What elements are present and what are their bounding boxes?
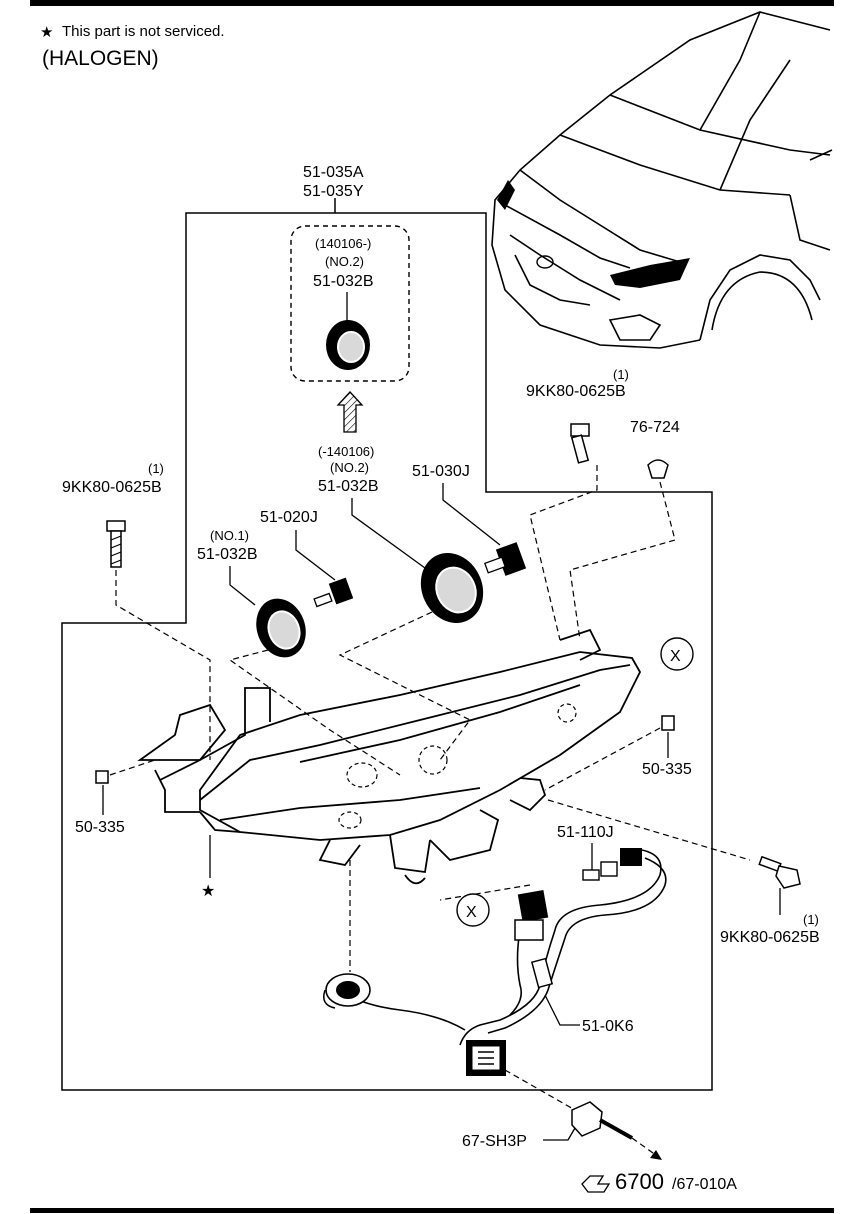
seal-new-part: 51-032B [313,273,374,290]
seal-no1-no: (NO.1) [210,528,249,543]
seal-new-region [290,225,410,382]
connector-path [504,1069,576,1111]
note-star: ★ [40,24,53,41]
vehicle-headlamp-left-highlight [497,180,515,210]
page-ref-icon [581,1175,611,1193]
bolt-lower-qty: (1) [803,912,819,927]
bolt-left-icon [106,520,126,568]
bulb-socket-part: 51-110J [557,824,614,841]
ref-marker-top-label: X [670,648,681,665]
lamp-lens-1 [346,762,378,788]
seal-old-no: (NO.2) [330,460,369,475]
bulb-main-icon [483,542,527,576]
variant-title: (HALOGEN) [42,47,159,70]
seal-old-date: (-140106) [318,444,374,459]
ref-marker-top [660,637,694,671]
bolt-right-part: 9KK80-0625B [526,383,626,400]
clip-icon [647,459,669,479]
nut-right-icon [661,715,675,731]
top-border [30,0,834,6]
harness-connector-bottom [466,1040,506,1076]
connector-extend-path [631,1137,661,1159]
bolt-lower-path [547,799,751,861]
bulb-small-leader [295,530,336,581]
connector-icon [571,1101,633,1140]
page-ref-number: 6700 [615,1169,664,1194]
seal-new-ring [326,320,370,370]
clip-part: 76-724 [630,419,680,436]
bolt-left-part: 9KK80-0625B [62,479,162,496]
seal-old-path [338,611,471,761]
connector-part: 67-SH3P [462,1133,527,1150]
harness-part: 51-0K6 [582,1018,634,1035]
bolt-right-qty: (1) [613,367,629,382]
headlamp-assy-y: 51-035Y [303,183,364,200]
nut-left-path [109,759,156,776]
replacement-arrow [336,391,364,433]
seal-new-date: (140106-) [315,236,371,251]
bolt-right-icon [570,423,590,464]
harness-leader [544,994,580,1026]
bolt-lower-part: 9KK80-0625B [720,929,820,946]
bolt-lower-icon [758,855,801,889]
bulb-small-icon [313,577,354,608]
vehicle-emblem [536,255,554,269]
seal-no1-part: 51-032B [197,546,258,563]
nut-left-part: 50-335 [75,819,125,836]
lamp-lens-2 [418,745,448,775]
connector-leader [543,1127,576,1141]
bottom-border [30,1208,834,1213]
ref-marker-bottom [456,893,490,927]
bulb-socket-icon [582,848,642,881]
page-ref-part: /67-010A [672,1176,737,1193]
harness-socket-path [439,884,531,901]
assembly-boundary [61,212,713,1091]
bulb-small-part: 51-020J [260,509,318,526]
harness-connector-mid [514,889,554,989]
headlamp-housing [137,628,642,885]
nut-left-icon [95,770,109,784]
seal-new-no: (NO.2) [325,254,364,269]
ref-marker-bottom-label: X [466,904,477,921]
connector-arrow [650,1150,662,1160]
star-mark: ★ [201,883,215,900]
vehicle-illustration [491,11,833,349]
bulb-main-part: 51-030J [412,463,470,480]
lamp-lens-3 [557,703,577,723]
seal-no1-leader [229,566,256,606]
lamp-lens-4 [338,811,362,829]
seal-old-ring [420,552,484,624]
headlamp-assy-a: 51-035A [303,164,364,181]
nut-right-path [544,727,661,791]
harness-grommet [323,973,371,1009]
seal-no1-path [228,649,401,776]
bolt-right-path [529,465,598,641]
bulb-main-leader [442,483,501,546]
vehicle-headlamp-highlight [610,258,690,288]
seal-old-part: 51-032B [318,478,379,495]
wiring-harness [339,849,667,1046]
seal-no1-ring [256,598,306,658]
seal-old-leader [351,498,426,569]
clip-path [569,481,676,641]
note-text: This part is not serviced. [62,23,225,40]
nut-right-part: 50-335 [642,761,692,778]
bolt-left-qty: (1) [148,461,164,476]
bolt-left-path [115,570,211,760]
